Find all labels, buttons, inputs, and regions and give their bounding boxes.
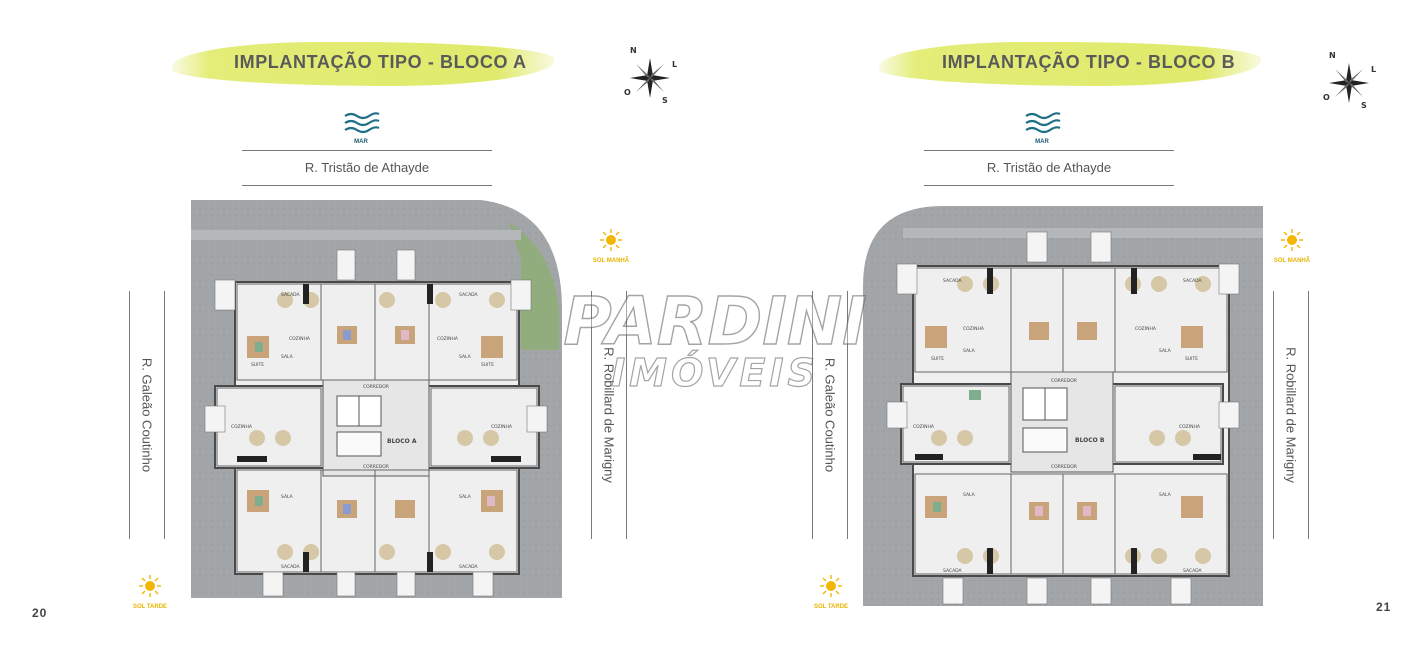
room-label: SALA — [963, 348, 976, 354]
compass-west-label: O — [624, 88, 631, 97]
room-label: SUITE — [251, 362, 264, 368]
room-label: SACADA — [943, 278, 963, 284]
room-label: SACADA — [459, 564, 479, 570]
room-label: COZINHA — [231, 424, 253, 430]
sun-morning: SOL MANHÃ — [1262, 228, 1322, 264]
street-left-label: R. Galeão Coutinho — [822, 357, 838, 473]
page-title: IMPLANTAÇÃO TIPO - BLOCO A — [234, 52, 527, 72]
room-label: SACADA — [281, 564, 301, 570]
compass-east-label: L — [1371, 65, 1377, 74]
room-label: SALA — [281, 354, 294, 360]
room-label: SALA — [459, 494, 472, 500]
street-right: R. Robillard de Marigny — [1273, 291, 1309, 539]
sea-label: MAR — [1035, 139, 1049, 145]
sun-morning: SOL MANHÃ — [581, 228, 641, 264]
title-highlight — [879, 42, 1261, 86]
page-number: 21 — [1376, 600, 1392, 614]
sun-icon — [1281, 229, 1303, 251]
sun-afternoon-label: SOL TARDE — [132, 604, 168, 610]
compass-rose-icon: N L S O — [1321, 51, 1377, 111]
sun-morning-label: SOL MANHÃ — [592, 258, 630, 264]
room-label: SALA — [1159, 348, 1172, 354]
street-left: R. Galeão Coutinho — [812, 291, 848, 539]
room-label: SALA — [1159, 492, 1172, 498]
corridor-label-top: CORREDOR — [363, 384, 389, 390]
room-label: SACADA — [943, 568, 963, 574]
compass-rose-icon: N L S O — [622, 46, 678, 106]
room-label: SUITE — [481, 362, 494, 368]
left-page: IMPLANTAÇÃO TIPO - BLOCO A N L S O MAR R… — [32, 42, 678, 620]
room-label: SACADA — [1183, 278, 1203, 284]
page-number: 20 — [32, 606, 48, 620]
sun-icon — [820, 575, 842, 597]
sun-afternoon: SOL TARDE — [801, 574, 861, 610]
room-label: COZINHA — [437, 336, 459, 342]
compass-south-label: S — [1361, 101, 1367, 110]
room-label: COZINHA — [913, 424, 935, 430]
room-label: SALA — [459, 354, 472, 360]
compass-east-label: L — [672, 60, 678, 69]
title-highlight — [172, 42, 554, 86]
sea-indicator: MAR — [341, 110, 381, 145]
block-label: BLOCO A — [387, 438, 417, 445]
block-label: BLOCO B — [1075, 437, 1105, 444]
corridor-label-bottom: CORREDOR — [1051, 464, 1077, 470]
room-label: COZINHA — [491, 424, 513, 430]
room-label: SUITE — [931, 356, 944, 362]
sun-afternoon-label: SOL TARDE — [813, 604, 849, 610]
room-label: SALA — [281, 494, 294, 500]
sea-waves-icon — [1025, 112, 1061, 134]
room-label: SALA — [963, 492, 976, 498]
page-title: IMPLANTAÇÃO TIPO - BLOCO B — [942, 52, 1236, 72]
room-label: COZINHA — [963, 326, 985, 332]
corridor-label-bottom: CORREDOR — [363, 464, 389, 470]
street-right-label: R. Robillard de Marigny — [601, 347, 617, 483]
street-right: R. Robillard de Marigny — [591, 291, 627, 539]
compass-west-label: O — [1323, 93, 1330, 102]
right-page: IMPLANTAÇÃO TIPO - BLOCO B N L S O MAR R… — [709, 0, 1418, 650]
sun-icon — [600, 229, 622, 251]
street-top-label: R. Tristão de Athayde — [924, 150, 1174, 186]
sun-morning-label: SOL MANHÃ — [1273, 258, 1311, 264]
street-left: R. Galeão Coutinho — [129, 291, 165, 539]
room-label: SUITE — [1185, 356, 1198, 362]
street-left-label: R. Galeão Coutinho — [139, 357, 155, 473]
sea-label: MAR — [354, 139, 368, 145]
sea-indicator: MAR — [1022, 110, 1062, 145]
room-label: COZINHA — [1135, 326, 1157, 332]
street-top-label: R. Tristão de Athayde — [242, 150, 492, 186]
room-label: SACADA — [281, 292, 301, 298]
floor-plan-bloco-a: CORREDOR CORREDOR BLOCO A SACADA SACADA … — [191, 200, 562, 598]
street-right-label: R. Robillard de Marigny — [1283, 347, 1299, 483]
compass-north-label: N — [630, 46, 637, 55]
room-label: COZINHA — [289, 336, 311, 342]
sea-waves-icon — [344, 112, 380, 134]
room-label: SACADA — [1183, 568, 1203, 574]
corridor-label-top: CORREDOR — [1051, 378, 1077, 384]
sun-icon — [139, 575, 161, 597]
room-label: SACADA — [459, 292, 479, 298]
floor-plan-bloco-b: CORREDOR CORREDOR BLOCO B SACADA SACADA … — [863, 206, 1263, 606]
compass-north-label: N — [1329, 51, 1336, 60]
room-label: COZINHA — [1179, 424, 1201, 430]
sun-afternoon: SOL TARDE — [120, 574, 180, 610]
compass-south-label: S — [662, 96, 668, 105]
